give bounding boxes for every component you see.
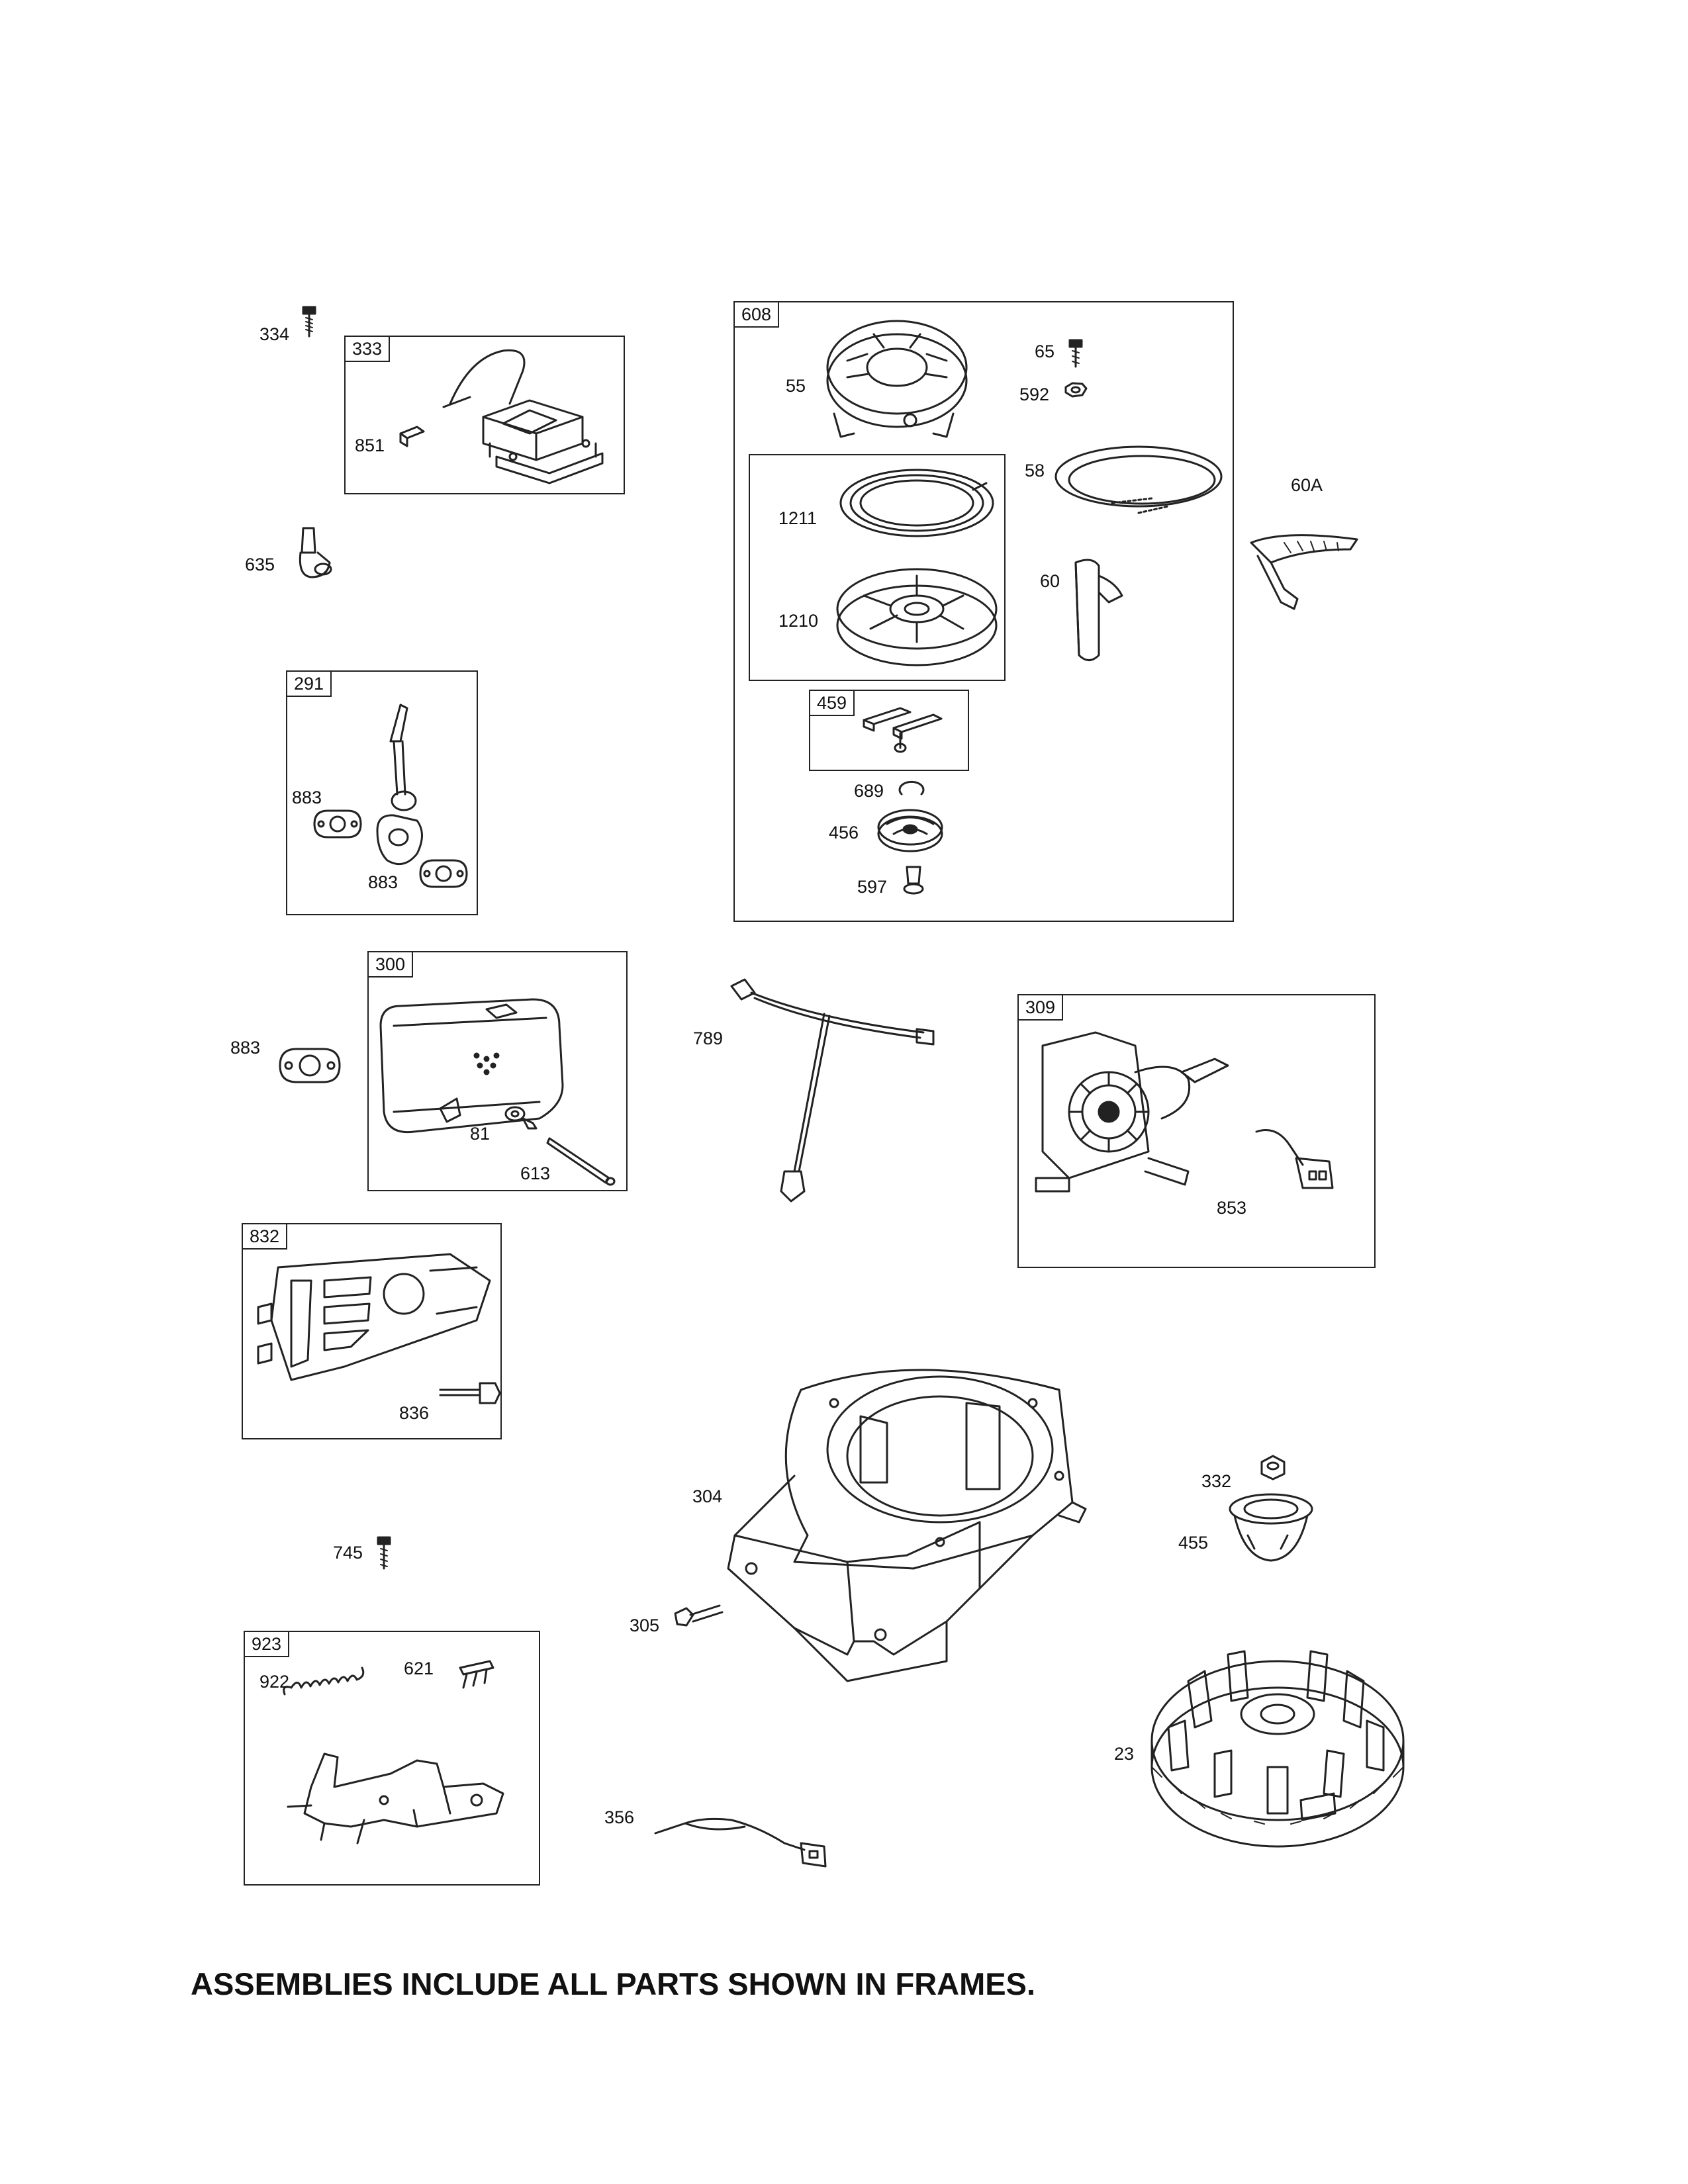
bolt-613-drawing [546, 1137, 616, 1186]
clip-621-drawing [459, 1660, 494, 1689]
frame-291-tag: 291 [287, 672, 332, 697]
label-55: 55 [786, 376, 806, 396]
rope-58-drawing [1055, 445, 1223, 514]
frame-309-tag: 309 [1019, 995, 1064, 1021]
bolt-305-drawing [674, 1604, 724, 1627]
label-592: 592 [1019, 385, 1050, 404]
ignition-coil-drawing [442, 349, 604, 484]
housing-55-drawing [826, 320, 968, 438]
label-332: 332 [1201, 1471, 1232, 1491]
frame-300-tag: 300 [369, 952, 414, 978]
spring-1211-drawing [839, 469, 994, 537]
label-689: 689 [854, 781, 884, 801]
governor-linkage-drawing [287, 1752, 504, 1844]
flywheel-23-drawing [1150, 1650, 1405, 1848]
frame-333-tag: 333 [346, 337, 391, 362]
label-851: 851 [355, 435, 385, 455]
starter-309-drawing [1035, 1031, 1229, 1193]
label-1210: 1210 [778, 611, 819, 631]
label-1211: 1211 [778, 508, 818, 528]
label-853: 853 [1217, 1198, 1247, 1218]
connector-853-drawing [1255, 1129, 1334, 1189]
frame-1210-1211-inner [749, 454, 1006, 681]
frame-608: 608 [733, 301, 1234, 922]
label-635: 635 [245, 555, 275, 574]
label-597: 597 [857, 877, 888, 897]
frame-333: 333 [344, 336, 625, 494]
gasket-883-drawing [279, 1048, 341, 1083]
terminal-851-drawing [399, 426, 425, 447]
frame-309: 309 [1017, 994, 1376, 1268]
label-883: 883 [230, 1038, 261, 1058]
frame-608-tag: 608 [735, 302, 780, 328]
clip-689-drawing [898, 780, 925, 796]
label-883: 883 [368, 872, 399, 892]
label-621: 621 [404, 1659, 434, 1678]
grip-60-drawing [1074, 559, 1123, 661]
blower-housing-304-drawing [727, 1369, 1087, 1682]
label-836: 836 [399, 1403, 430, 1423]
frame-923: 923 [244, 1631, 540, 1886]
label-456: 456 [829, 823, 859, 842]
guard-832-drawing [257, 1253, 491, 1381]
label-745: 745 [333, 1543, 363, 1563]
label-65: 65 [1035, 341, 1055, 361]
screw-597-drawing [903, 866, 924, 895]
frame-459-tag: 459 [810, 691, 855, 716]
label-455: 455 [1178, 1533, 1209, 1553]
pulley-1210-drawing [836, 568, 998, 666]
label-81: 81 [470, 1124, 491, 1144]
label-304: 304 [692, 1486, 723, 1506]
screw-836-drawing [439, 1382, 501, 1404]
gasket-883-drawing [313, 809, 362, 839]
label-23: 23 [1114, 1744, 1135, 1764]
label-60A: 60A [1291, 475, 1323, 495]
retainer-456-drawing [877, 809, 943, 852]
muffler-300-drawing [379, 998, 564, 1134]
label-334: 334 [259, 324, 290, 344]
cup-455-drawing [1229, 1493, 1313, 1562]
dogs-459-drawing [863, 707, 943, 753]
label-883: 883 [292, 788, 322, 807]
screw-65-drawing [1068, 339, 1083, 368]
bolt-334-drawing [302, 306, 316, 338]
label-58: 58 [1025, 461, 1045, 480]
frame-832-tag: 832 [243, 1224, 288, 1250]
label-356: 356 [604, 1807, 635, 1827]
spark-plug-boot-drawing [299, 527, 332, 578]
screw-745-drawing [377, 1536, 391, 1570]
handle-60A-drawing [1250, 534, 1358, 610]
spring-922-drawing [283, 1666, 365, 1696]
frame-300: 300 [367, 951, 628, 1191]
frame-923-tag: 923 [245, 1632, 290, 1657]
frame-459: 459 [809, 690, 969, 771]
frame-832: 832 [242, 1223, 502, 1439]
label-60: 60 [1040, 571, 1060, 591]
frame-291: 291 [286, 670, 478, 915]
label-922: 922 [259, 1672, 290, 1692]
label-305: 305 [630, 1615, 660, 1635]
nut-592-drawing [1064, 382, 1088, 398]
nut-332-drawing [1260, 1455, 1286, 1480]
oil-fill-291-drawing [376, 704, 423, 866]
gasket-883-drawing [419, 859, 468, 888]
ground-wire-356-drawing [654, 1817, 827, 1868]
assemblies-footnote: ASSEMBLIES INCLUDE ALL PARTS SHOWN IN FR… [191, 1966, 1035, 2001]
wire-harness-789-drawing [730, 978, 935, 1203]
label-613: 613 [520, 1163, 551, 1183]
label-789: 789 [693, 1028, 724, 1048]
washer-81-drawing [504, 1106, 538, 1130]
